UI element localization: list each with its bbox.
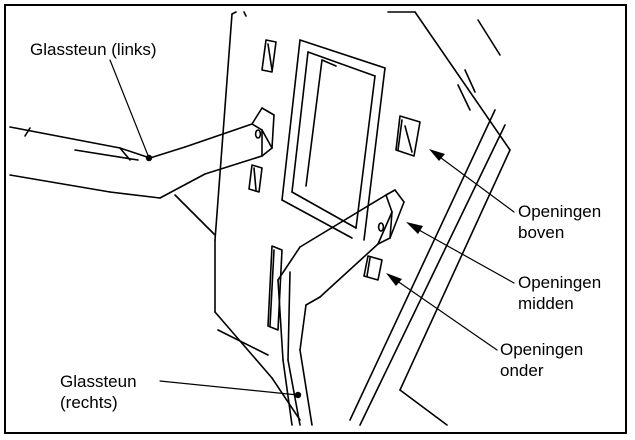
label-openingen-onder: Openingen onder (500, 340, 584, 380)
opening-mid-left (248, 164, 263, 193)
arrowheads (145, 149, 445, 399)
leader-glassteun-links (109, 59, 150, 159)
left-support-hole (254, 129, 262, 139)
leader-glassteun-rechts (159, 380, 299, 396)
glass-support-right (277, 189, 405, 426)
opening-top-left (261, 39, 277, 73)
arrow-openingen-midden (406, 222, 423, 234)
leader-openingen-boven (432, 151, 515, 213)
dot-glassteun-rechts (294, 391, 302, 399)
dot-glassteun-links (145, 154, 153, 162)
right-support-hole (377, 222, 385, 232)
leader-openingen-onder (389, 275, 498, 351)
arrow-openingen-boven (429, 149, 445, 161)
back-recess (281, 39, 386, 241)
label-glassteun-rechts: Glassteun (rechts) (60, 372, 137, 412)
opening-boven (395, 115, 421, 157)
label-openingen-midden: Openingen midden (518, 273, 602, 313)
opening-low-left (267, 245, 283, 331)
label-glassteun-links: Glassteun (links) (30, 40, 157, 59)
leader-lines (109, 59, 515, 396)
arrow-openingen-onder (386, 273, 402, 286)
side-wall (349, 11, 511, 426)
rear-wall (214, 11, 301, 421)
opening-onder (363, 255, 383, 281)
openings (248, 39, 421, 331)
label-openingen-boven: Openingen boven (518, 202, 602, 242)
leader-openingen-midden (409, 224, 515, 284)
glass-support-left (9, 107, 275, 236)
